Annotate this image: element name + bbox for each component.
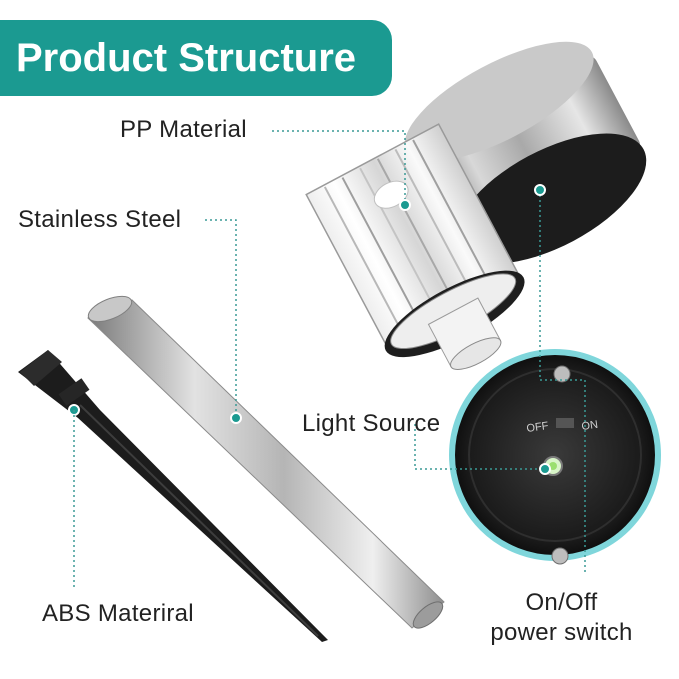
leader-lines: [205, 130, 586, 575]
label-light-source: Light Source: [302, 410, 441, 437]
label-power-switch: On/Off power switch: [474, 588, 649, 648]
leader-dots: [68, 184, 551, 475]
switch-off-marking: OFF: [526, 420, 550, 435]
label-stainless-steel: Stainless Steel: [18, 206, 182, 233]
stainless-steel-tube: [87, 295, 445, 629]
label-pp-material: PP Material: [120, 116, 247, 143]
label-abs-material: ABS Materiral: [42, 600, 194, 627]
abs-spike: [18, 350, 328, 642]
label-power-switch-line1: On/Off: [525, 589, 598, 616]
bottom-face-callout: [449, 349, 661, 565]
pp-lens: [305, 123, 525, 370]
page-title: Product Structure: [16, 35, 357, 80]
switch-on-marking: ON: [581, 419, 599, 433]
title-banner: Product Structure: [0, 20, 392, 96]
label-power-switch-line2: power switch: [490, 619, 633, 646]
